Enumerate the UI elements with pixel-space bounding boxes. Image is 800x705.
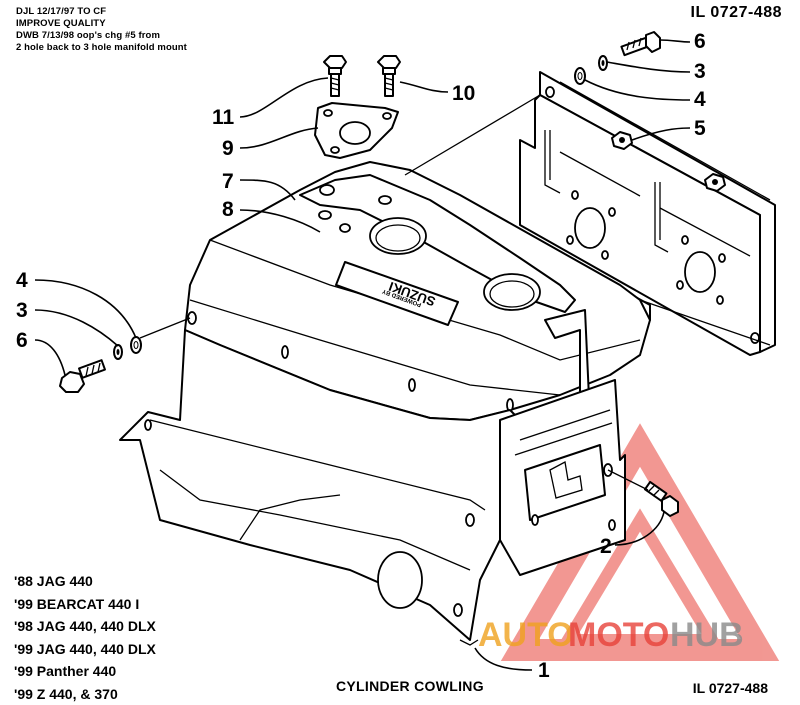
- callout-8: 8: [222, 198, 234, 221]
- bolt-part-11: [324, 56, 346, 96]
- mounting-flange: [315, 103, 398, 158]
- callout-7: 7: [222, 170, 234, 193]
- callout-4-upper: 4: [694, 88, 706, 111]
- callout-6-upper: 6: [694, 30, 706, 53]
- bolt-part-6-left: [60, 360, 105, 392]
- watermark-logo: AUTO MOTO HUB: [478, 616, 744, 654]
- washer-part-3-left: [114, 345, 122, 359]
- model-item: '98 JAG 440, 440 DLX: [14, 615, 156, 638]
- model-applicability-list: '88 JAG 440 '99 BEARCAT 440 I '98 JAG 44…: [14, 570, 156, 705]
- watermark-text-auto: AUTO: [478, 616, 574, 654]
- callout-11: 11: [212, 106, 235, 129]
- callout-2: 2: [600, 535, 612, 558]
- bolt-part-10: [378, 56, 400, 96]
- bolt-part-6-upper: [621, 32, 660, 55]
- watermark-text-hub: HUB: [670, 616, 744, 654]
- callout-10: 10: [452, 82, 475, 105]
- callout-5: 5: [694, 117, 706, 140]
- model-item: '99 BEARCAT 440 I: [14, 593, 156, 616]
- illustration-number-bottom: IL 0727-488: [693, 680, 768, 696]
- model-item: '99 JAG 440, 440 DLX: [14, 638, 156, 661]
- model-item: '88 JAG 440: [14, 570, 156, 593]
- washer-part-3-upper: [599, 56, 607, 70]
- lockwasher-part-4-upper: [575, 68, 585, 84]
- callout-1: 1: [538, 659, 550, 682]
- diagram-caption: CYLINDER COWLING: [336, 678, 484, 694]
- model-item: '99 Panther 440: [14, 660, 156, 683]
- watermark-text-moto: MOTO: [568, 616, 669, 654]
- callout-3-upper: 3: [694, 60, 706, 83]
- callout-9: 9: [222, 137, 234, 160]
- lockwasher-part-4-left: [131, 337, 141, 353]
- model-item: '99 Z 440, & 370: [14, 683, 156, 705]
- callout-4-left: 4: [16, 269, 28, 292]
- callout-3-left: 3: [16, 299, 28, 322]
- callout-6-left: 6: [16, 329, 28, 352]
